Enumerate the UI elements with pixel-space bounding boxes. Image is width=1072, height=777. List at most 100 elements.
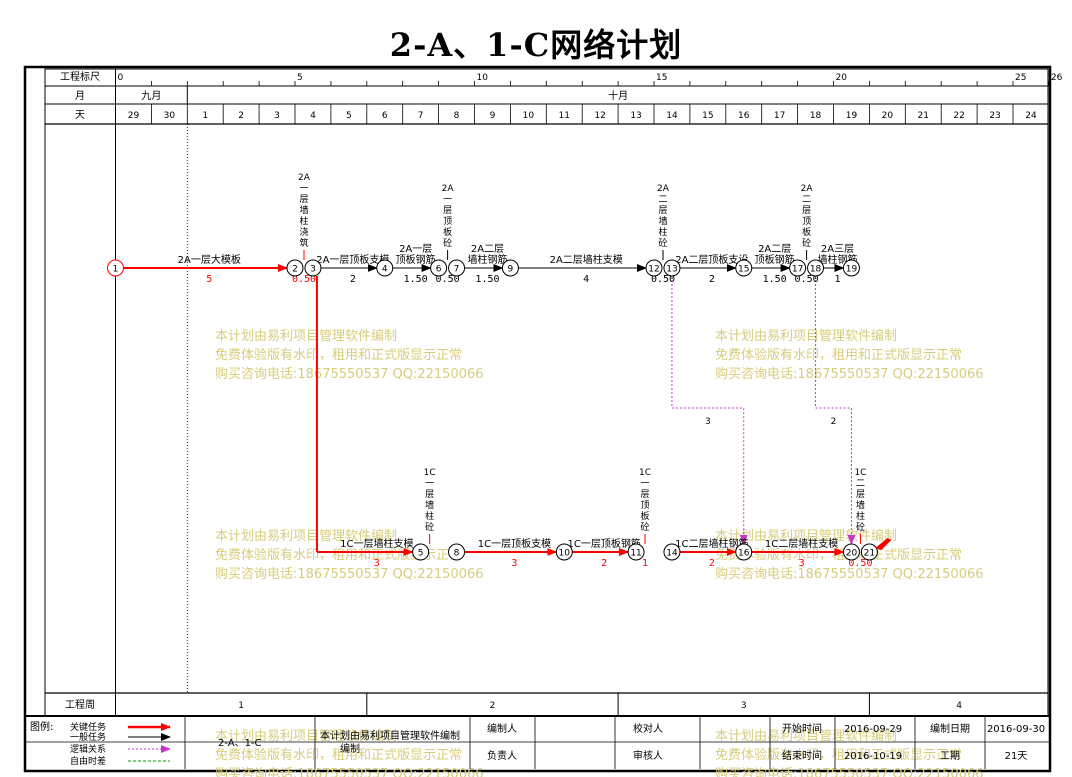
task-name: 2A二层顶板支设	[675, 253, 748, 266]
duration-value: 21天	[1005, 751, 1028, 762]
pour-label-char: 砼	[425, 521, 434, 533]
day-label: 17	[774, 111, 785, 121]
day-label: 10	[523, 111, 535, 121]
day-label: 29	[128, 111, 140, 121]
task-name: 顶板钢筋	[755, 253, 795, 266]
task-duration: 1.50	[763, 274, 787, 285]
scale-tick-label: 26	[1051, 73, 1063, 83]
watermark-text: 免费体验版有水印，租用和正式版显示正常	[215, 747, 462, 763]
network-node-id: 1	[113, 265, 119, 275]
pour-duration: 0.50	[292, 274, 316, 285]
watermark-text: 本计划由易利项目管理软件编制	[215, 729, 397, 744]
scale-tick-label: 20	[836, 73, 848, 83]
network-node	[807, 259, 825, 277]
week-label: 3	[741, 701, 747, 711]
task-duration: 4	[583, 274, 589, 285]
watermark-text: 购买咨询电话:18675550537 QQ:22150066	[715, 766, 984, 777]
network-node	[627, 543, 645, 561]
pour-label-char: 砼	[641, 521, 650, 533]
pour-label-char: 层	[658, 205, 667, 216]
pour-label-char: 2A	[657, 184, 670, 194]
day-label: 18	[810, 111, 822, 121]
inner-frame	[44, 68, 1049, 717]
network-node-id: 11	[630, 549, 641, 559]
pour-label-char: 层	[425, 489, 434, 500]
day-label: 23	[989, 111, 1000, 121]
network-node	[663, 259, 681, 277]
made-date-label: 编制日期	[930, 722, 970, 735]
page-title: 2-A、1-C网络计划	[389, 26, 683, 64]
month-label: 十月	[608, 89, 628, 102]
pour-label-char: 2A	[442, 184, 455, 194]
pour-label-char: 一	[299, 184, 308, 194]
task-name: 2A二层墙柱支模	[550, 253, 623, 266]
pour-label-char: 柱	[856, 510, 865, 522]
network-node	[376, 259, 394, 277]
task-name: 顶板钢筋	[396, 253, 436, 266]
pour-label-char: 二	[856, 479, 865, 489]
week-row-label: 工程周	[65, 699, 95, 711]
made-date-value: 2016-09-30	[987, 724, 1045, 735]
day-label: 2	[238, 111, 244, 121]
pour-label-char: 砼	[658, 237, 667, 249]
network-node-id: 18	[810, 265, 822, 275]
day-label: 9	[490, 111, 496, 121]
pour-label-char: 一	[425, 479, 434, 489]
task-duration: 3	[799, 558, 805, 569]
week-label: 1	[238, 701, 244, 711]
editor-label: 编制人	[487, 722, 517, 735]
pour-label-char: 层	[856, 489, 865, 500]
network-node	[735, 259, 753, 277]
task-name: 2A一层	[399, 243, 432, 255]
pour-label-char: 浇	[299, 226, 308, 238]
pour-label-char: 二	[658, 195, 667, 205]
pour-label-char: 层	[641, 489, 650, 500]
day-label: 5	[346, 111, 352, 121]
day-label: 4	[310, 111, 316, 121]
day-label: 6	[382, 111, 388, 121]
day-label: 3	[274, 111, 280, 121]
watermark-text: 免费体验版有水印，租用和正式版显示正常	[715, 547, 962, 563]
network-node	[412, 543, 430, 561]
task-duration: 5	[206, 274, 212, 285]
task-duration: 2	[709, 558, 715, 569]
scale-tick-label: 10	[477, 73, 489, 83]
task-duration: 1.50	[475, 274, 499, 285]
day-row-label: 天	[75, 110, 85, 121]
software-note: 本计划由易利项目管理软件编制	[320, 729, 460, 742]
pour-duration: 0.50	[651, 274, 675, 285]
watermark-text: 免费体验版有水印，租用和正式版显示正常	[715, 747, 962, 763]
pour-label-char: 层	[802, 205, 811, 216]
network-node	[663, 543, 681, 561]
watermark-text: 本计划由易利项目管理软件编制	[715, 729, 897, 744]
day-label: 30	[164, 111, 176, 121]
network-node-id: 9	[508, 265, 514, 275]
day-label: 19	[846, 111, 858, 121]
network-node-id: 4	[382, 265, 388, 275]
pour-label-char: 墙	[299, 204, 308, 216]
pour-duration: 1	[642, 558, 648, 569]
network-node	[430, 259, 448, 277]
pour-label-char: 1C	[424, 468, 436, 478]
network-node-id: 14	[666, 549, 678, 559]
task-duration: 2	[601, 558, 607, 569]
end-label: 结束时间	[782, 749, 822, 762]
month-label: 九月	[141, 90, 161, 102]
day-label: 11	[559, 111, 570, 121]
week-label: 2	[490, 701, 496, 711]
day-label: 14	[666, 111, 678, 121]
network-node	[735, 543, 753, 561]
day-label: 12	[594, 111, 605, 121]
task-name: 1C二层墙柱支模	[765, 537, 838, 550]
pour-label-char: 柱	[658, 226, 667, 238]
day-label: 13	[630, 111, 641, 121]
task-duration: 2	[709, 274, 715, 285]
end-value: 2016-10-19	[844, 751, 902, 762]
day-label: 24	[1025, 111, 1037, 121]
pour-label-char: 一	[641, 479, 650, 489]
